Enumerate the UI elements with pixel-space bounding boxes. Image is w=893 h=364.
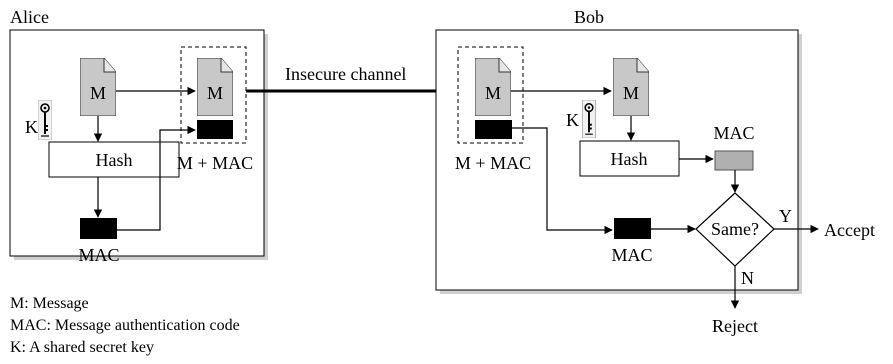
alice-combined-mac-block [197,120,233,139]
alice-hash-box [48,141,180,178]
alice-key-label: K [25,117,38,137]
bob-hash-box [579,140,680,177]
reject-label: Reject [712,316,758,336]
legend-item-mac: MAC: Message authentication code [10,317,240,334]
bob-received-mac-block [614,218,651,239]
alice-combined-message-label: M [207,83,223,103]
alice-hash-label: Hash [96,150,133,170]
bob-combined-mac-block [475,120,512,139]
yes-label: Y [779,206,792,226]
bob-key-icon [582,100,596,138]
bob-computed-mac-block [714,150,754,171]
bob-hash-label: Hash [611,149,648,169]
alice-combined-frame [180,46,247,144]
arrow-received-mac [512,127,613,235]
alice-key-icon [38,100,52,140]
bob-received-mac-label: MAC [611,245,652,265]
legend-item-message: M: Message [10,295,89,312]
bob-combined-message-label: M [485,83,501,103]
channel-label: Insecure channel [285,64,406,84]
bob-combined-frame [457,46,524,144]
bob-message-label: M [623,83,639,103]
bob-computed-mac-label: MAC [713,123,754,143]
alice-mac-label: MAC [78,245,119,265]
alice-combined-label: M + MAC [177,153,253,173]
alice-mac-block [80,218,117,239]
legend-item-key: K: A shared secret key [10,339,154,356]
accept-label: Accept [824,220,875,240]
bob-key-label: K [566,110,579,130]
bob-label: Bob [574,7,604,27]
legend: M: Message MAC: Message authentication c… [10,293,240,359]
arrow-mac-to-combined [117,125,196,231]
alice-label: Alice [10,7,49,27]
bob-combined-label: M + MAC [455,153,531,173]
compare-label: Same? [711,219,759,239]
no-label: N [741,268,754,288]
alice-message-label: M [90,83,106,103]
